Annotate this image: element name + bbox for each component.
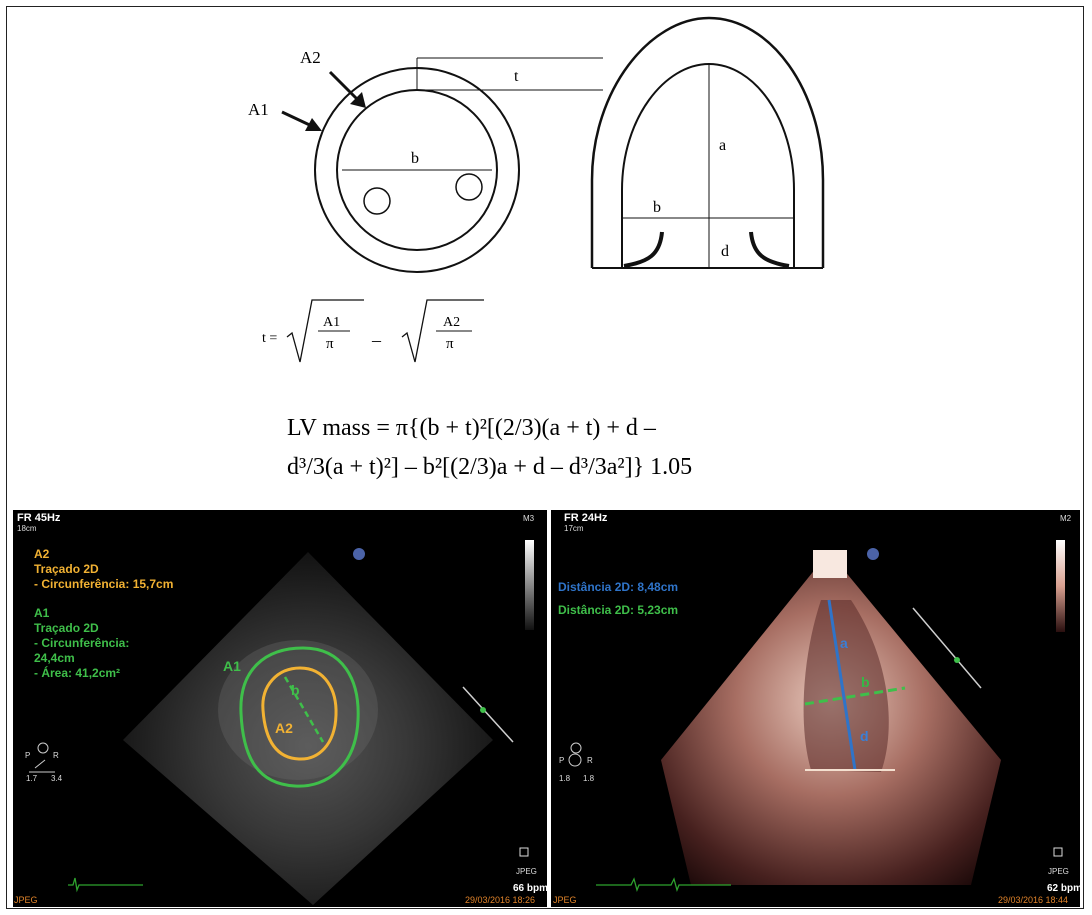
formula-t-minus: – xyxy=(371,330,382,350)
distance-green: Distância 2D: 5,23cm xyxy=(558,603,679,617)
formula-t-num1: A1 xyxy=(323,315,340,330)
papillary-muscle-left xyxy=(363,187,391,215)
depth-right: 17cm xyxy=(564,524,584,533)
probe-marker-right xyxy=(867,548,879,560)
scale-dot-left xyxy=(480,707,486,713)
a1-circumference-label: - Circunferência: xyxy=(34,636,130,650)
echo-panel-long-axis: FR 24Hz 17cm M2 Distância 2D: 8,48cm Dis… xyxy=(551,510,1080,907)
mitral-leaflet-right xyxy=(749,231,790,268)
footer-jpeg-right: JPEG xyxy=(553,895,577,905)
formula-t-num2: A2 xyxy=(443,315,460,330)
lv-geometry-diagram: A2 A1 t b a b d t = A1 π – A2 π LV mass … xyxy=(248,16,825,480)
grayscale-bar xyxy=(525,540,534,630)
ultrasound-sector-left xyxy=(123,552,493,905)
heart-rate-left: 66 bpm xyxy=(513,883,547,894)
frame-rate-right: FR 24Hz xyxy=(564,512,608,524)
formula-t-den2: π xyxy=(446,336,454,352)
probe-orientation-icon-left xyxy=(37,742,49,754)
scale-line-left xyxy=(462,686,514,743)
formula-mass-line-2: d³/3(a + t)²] – b²[(2/3)a + d – d³/3a²]}… xyxy=(287,454,692,480)
probe-axis-v-right xyxy=(568,753,582,767)
depth-left: 18cm xyxy=(17,524,37,533)
label-t: t xyxy=(514,68,519,85)
sqrt-sign-2 xyxy=(401,299,484,363)
ecg-trace-left xyxy=(68,877,143,893)
probe-axis-v-left xyxy=(34,759,46,769)
ecg-trace-right xyxy=(596,877,731,893)
a1-title: A1 xyxy=(34,606,50,620)
probe-value-1-right: 1.8 xyxy=(559,774,571,783)
probe-value-1-left: 1.7 xyxy=(26,774,38,783)
probe-p-left: P xyxy=(25,751,31,760)
arrow-a1-head xyxy=(305,118,322,131)
lv-cavity-dark xyxy=(803,600,889,772)
outer-bullet xyxy=(590,16,825,268)
label-b-long-axis: b xyxy=(653,199,661,216)
frame-rate-left: FR 45Hz xyxy=(17,512,61,524)
arrow-a2-head xyxy=(350,92,366,108)
formula-mass-line-1: LV mass = π{(b + t)²[(2/3)(a + t) + d – xyxy=(287,415,657,441)
mode-right: M2 xyxy=(1060,514,1072,523)
probe-p-right: P xyxy=(559,756,565,765)
probe-marker-left xyxy=(353,548,365,560)
line-a-d-blue xyxy=(827,599,857,771)
formula-thickness: t = A1 π – A2 π xyxy=(262,299,484,363)
arrow-a2 xyxy=(328,70,362,104)
a2-circumference: - Circunferência: 15,7cm xyxy=(34,577,174,591)
overlay-label-a2: A2 xyxy=(275,720,293,736)
probe-orientation-icon-right xyxy=(570,742,582,754)
long-axis-echo-image xyxy=(568,540,1065,893)
label-d: d xyxy=(721,243,729,260)
overlay-label-a1: A1 xyxy=(223,658,241,674)
square-marker-right xyxy=(1053,847,1063,857)
label-a1-diagram: A1 xyxy=(248,100,269,119)
overlay-label-d: d xyxy=(860,728,869,744)
datetime-right: 29/03/2016 18:44 xyxy=(998,895,1069,905)
probe-r-left: R xyxy=(53,751,59,760)
mode-left: M3 xyxy=(523,514,535,523)
overlay-label-b-left: b xyxy=(291,682,300,698)
trace-a1-green xyxy=(239,646,360,788)
dashed-line-b-left xyxy=(283,676,325,743)
figure-frame xyxy=(6,6,1084,909)
papillary-muscle-right xyxy=(455,173,483,201)
apex-bright-spot xyxy=(813,550,847,578)
scale-dot-right xyxy=(954,657,960,663)
a1-trace-type: Traçado 2D xyxy=(34,621,99,635)
colorscale-bar xyxy=(1056,540,1065,632)
label-a-long-axis: a xyxy=(719,137,726,154)
overlay-label-b-right: b xyxy=(861,674,870,690)
a2-trace-type: Traçado 2D xyxy=(34,562,99,576)
a1-area: - Área: 41,2cm² xyxy=(34,666,121,680)
label-a2-diagram: A2 xyxy=(300,48,321,67)
mitral-leaflet-left xyxy=(623,231,664,268)
square-marker-left xyxy=(519,847,529,857)
distance-blue: Distância 2D: 8,48cm xyxy=(558,580,679,594)
label-b-short-axis: b xyxy=(411,150,419,167)
overlay-label-a: a xyxy=(840,635,848,651)
short-axis-echo-image xyxy=(29,540,534,905)
myocardium-speckle xyxy=(218,640,378,780)
format-label-right: JPEG xyxy=(1048,867,1069,876)
sqrt-sign-1 xyxy=(286,299,364,363)
footer-jpeg-left: JPEG xyxy=(14,895,38,905)
heart-rate-right: 62 bpm xyxy=(1047,883,1080,894)
probe-r-right: R xyxy=(587,756,593,765)
datetime-left: 29/03/2016 18:26 xyxy=(465,895,536,905)
dashed-line-b-right xyxy=(804,686,906,706)
echo-panel-short-axis: FR 45Hz 18cm M3 A2 Traçado 2D - Circunfe… xyxy=(13,510,547,907)
formula-t-lhs: t = xyxy=(262,331,277,346)
trace-a2-yellow xyxy=(261,666,338,761)
inner-bullet xyxy=(621,62,795,268)
a1-circumference-value: 24,4cm xyxy=(34,651,75,665)
probe-value-2-right: 1.8 xyxy=(583,774,595,783)
format-label-left: JPEG xyxy=(516,867,537,876)
scale-line-right xyxy=(912,607,982,689)
formula-t-den1: π xyxy=(326,336,334,352)
probe-value-2-left: 3.4 xyxy=(51,774,63,783)
a2-title: A2 xyxy=(34,547,50,561)
